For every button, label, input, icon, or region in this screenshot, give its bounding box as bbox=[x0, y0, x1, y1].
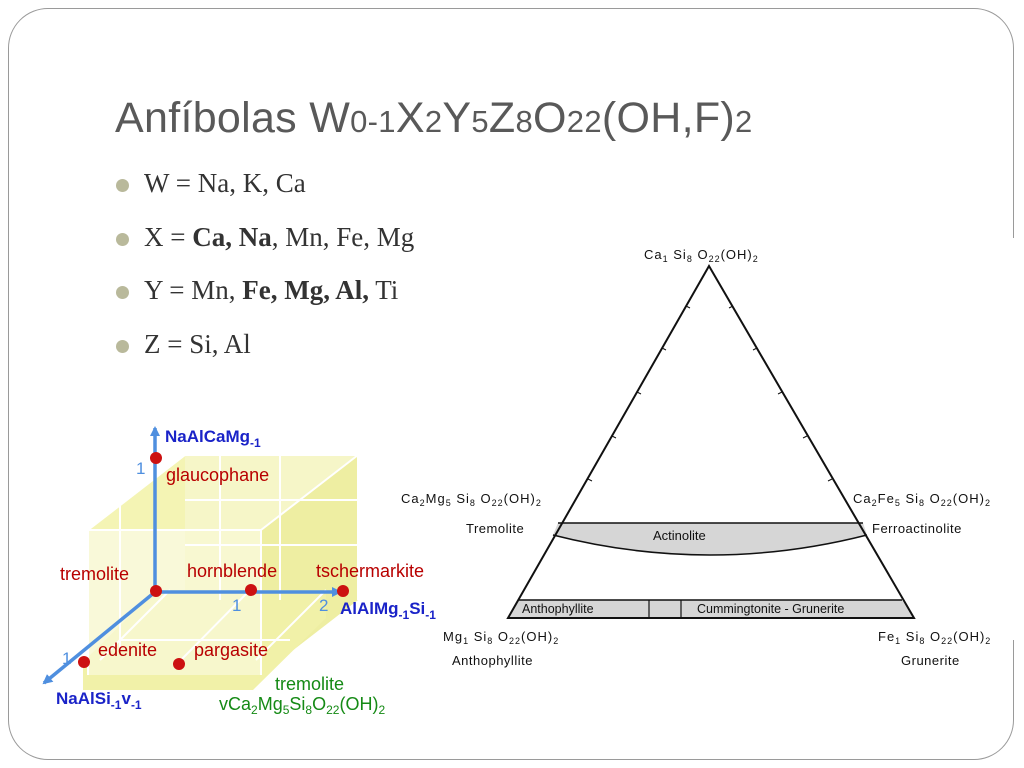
cube-diagram: NaAlCaMg-1 AlAlMg-1Si-1 NaAlSi-1v-1 1 1 … bbox=[42, 426, 436, 717]
label-hornblende: hornblende bbox=[187, 561, 277, 581]
axis-left bbox=[42, 590, 157, 685]
point-glaucophane bbox=[150, 452, 162, 464]
ternary-diagram: Ca1 Si8 O22(OH)2 Ca2Mg5 Si8 O22(OH)2 Tre… bbox=[401, 247, 991, 668]
label-top-formula: Ca1 Si8 O22(OH)2 bbox=[644, 247, 759, 264]
bullet-dot-icon bbox=[116, 232, 129, 246]
triangle-ticks bbox=[587, 305, 833, 482]
cube-face-front bbox=[88, 530, 261, 675]
bullet-item-x: X = Ca, Na, Mn, Fe, Mg bbox=[116, 222, 414, 276]
label-bottom-left-formula: Mg1 Si8 O22(OH)2 bbox=[443, 629, 559, 646]
label-tschermarkite: tschermarkite bbox=[316, 561, 424, 581]
triangle-outline bbox=[506, 263, 916, 619]
label-right-mid-formula: Ca2Fe5 Si8 O22(OH)2 bbox=[853, 491, 991, 508]
label-pargasite: pargasite bbox=[194, 640, 268, 660]
slide-edge bbox=[1010, 238, 1024, 640]
bullet-dot-icon bbox=[116, 179, 129, 192]
point-tschermarkite bbox=[337, 585, 349, 597]
bullet-dot-icon bbox=[116, 339, 129, 353]
label-anthophyllite: Anthophyllite bbox=[452, 653, 533, 668]
tick-left-1: 1 bbox=[62, 649, 71, 668]
label-tremolite: Tremolite bbox=[466, 521, 524, 536]
bullet-item-z: Z = Si, Al bbox=[116, 329, 414, 383]
bullet-item-y: Y = Mn, Fe, Mg, Al, Ti bbox=[116, 275, 414, 329]
point-hornblende bbox=[245, 584, 257, 596]
bullet-dot-icon bbox=[116, 286, 129, 299]
label-ferroactinolite: Ferroactinolite bbox=[872, 521, 962, 536]
cube-gridlines bbox=[87, 454, 359, 675]
slide-title: Anfíbolas W0-1X2Y5Z8O22(OH,F)2 bbox=[115, 94, 753, 142]
band-actinolite bbox=[553, 523, 867, 555]
label-glaucophane: glaucophane bbox=[166, 465, 269, 485]
axis-left-label: NaAlSi-1v-1 bbox=[56, 689, 142, 712]
label-edenite: edenite bbox=[98, 640, 157, 660]
formula-text: vCa2Mg5Si8O22(OH)2 bbox=[219, 694, 385, 717]
formula-name: tremolite bbox=[275, 674, 344, 694]
label-anthophyllite-band: Anthophyllite bbox=[522, 602, 594, 616]
point-tremolite bbox=[150, 585, 162, 597]
point-pargasite bbox=[173, 658, 185, 670]
point-edenite bbox=[78, 656, 90, 668]
tick-right-2: 2 bbox=[319, 596, 328, 615]
axis-right-label: AlAlMg-1Si-1 bbox=[340, 599, 436, 622]
label-grunerite: Grunerite bbox=[901, 653, 960, 668]
bullet-list: W = Na, K, Ca X = Ca, Na, Mn, Fe, Mg Y =… bbox=[116, 168, 414, 382]
label-bottom-right-formula: Fe1 Si8 O22(OH)2 bbox=[878, 629, 991, 646]
label-tremolite-point: tremolite bbox=[60, 564, 129, 584]
tick-right-1: 1 bbox=[232, 596, 241, 615]
label-left-mid-formula: Ca2Mg5 Si8 O22(OH)2 bbox=[401, 491, 542, 508]
label-actinolite: Actinolite bbox=[653, 528, 706, 543]
label-cummingtonite-band: Cummingtonite - Grunerite bbox=[697, 602, 844, 616]
tick-up-1: 1 bbox=[136, 459, 145, 478]
axis-up-label: NaAlCaMg-1 bbox=[165, 427, 261, 450]
bullet-item-w: W = Na, K, Ca bbox=[116, 168, 414, 222]
band-lower bbox=[508, 600, 914, 618]
